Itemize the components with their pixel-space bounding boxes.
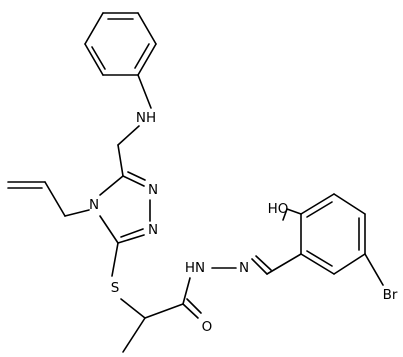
bond	[134, 43, 150, 69]
atom-hn-hydrazide: HN	[185, 260, 205, 276]
bond	[266, 253, 302, 275]
atom-n2: N	[148, 222, 158, 238]
bond	[99, 175, 124, 196]
bond	[186, 298, 202, 314]
phenyl-ring	[84, 12, 157, 76]
bond	[122, 175, 145, 187]
bond	[300, 193, 335, 215]
atom-s: S	[111, 280, 120, 296]
bond	[111, 242, 119, 277]
bond	[99, 215, 119, 244]
bond	[120, 298, 146, 319]
bond	[333, 193, 366, 215]
bond	[84, 43, 104, 76]
bond	[364, 253, 384, 286]
bond	[84, 12, 104, 45]
bond	[251, 258, 268, 275]
bond	[300, 253, 335, 275]
atom-oh: HO	[268, 201, 289, 217]
atom-n1: N	[148, 182, 158, 198]
atom-n-imine: N	[239, 260, 249, 276]
bond	[255, 255, 272, 271]
bond	[137, 43, 157, 76]
bond	[333, 253, 366, 275]
bond	[122, 317, 146, 353]
bond	[282, 208, 288, 221]
bond	[137, 12, 157, 45]
bromophenol-ring	[300, 193, 366, 275]
atom-o-carbonyl: O	[202, 319, 213, 335]
bond	[117, 125, 140, 146]
bond	[286, 208, 302, 215]
bond	[144, 303, 184, 319]
atom-nh-amine: NH	[136, 110, 156, 126]
triazole-ring	[99, 171, 151, 244]
bond	[127, 171, 146, 181]
allyl-group	[7, 181, 90, 217]
bond	[120, 228, 144, 238]
bond	[137, 74, 152, 109]
bond	[64, 209, 90, 217]
bond	[182, 277, 191, 305]
bond	[306, 201, 333, 218]
bond	[117, 234, 145, 244]
bond	[91, 46, 106, 70]
bond	[182, 303, 199, 319]
atom-br: Br	[383, 287, 398, 303]
bond	[306, 250, 333, 267]
bond	[44, 181, 66, 217]
bond	[117, 144, 124, 177]
atom-n4: N	[89, 197, 99, 213]
